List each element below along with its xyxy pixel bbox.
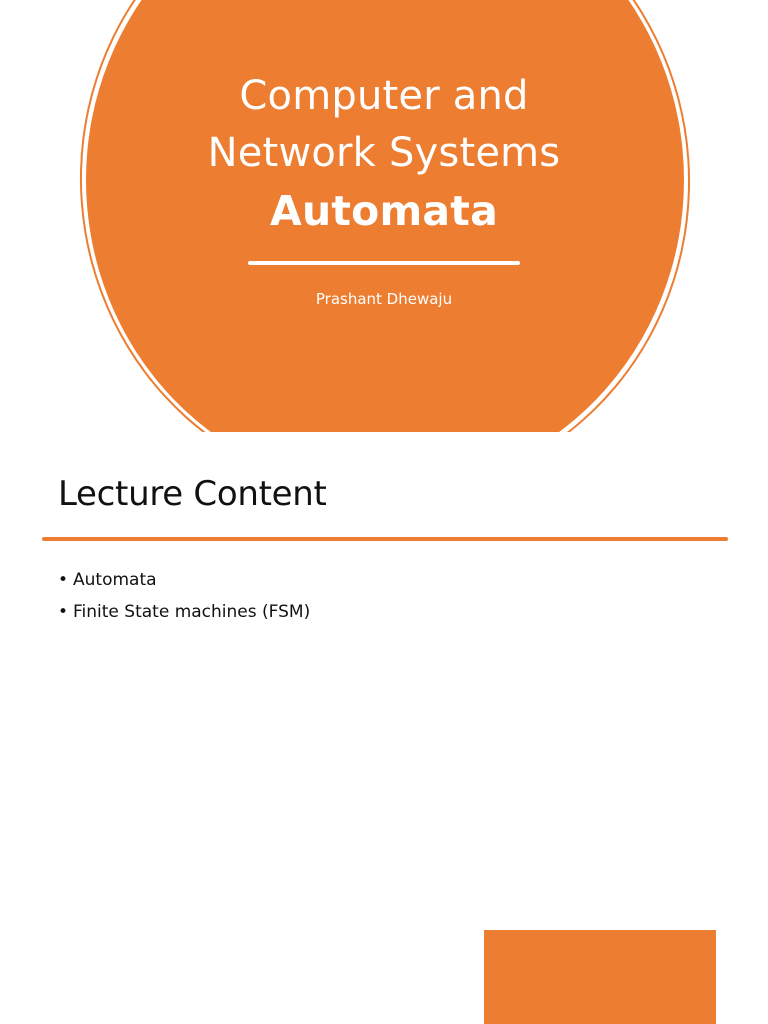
lecture-content-divider	[42, 537, 728, 541]
title-line-1: Computer and	[239, 73, 529, 119]
bullet-icon: •	[58, 602, 69, 622]
decorative-corner-block	[484, 930, 716, 1024]
list-item-label-fsm: Finite State machines (FSM)	[73, 602, 311, 622]
title-slide: Computer and Network Systems Automata Pr…	[0, 0, 768, 432]
title-circle	[86, 0, 684, 432]
lecture-content-slide: Lecture Content • Automata • Finite Stat…	[0, 432, 768, 1024]
presenter-name: Prashant Dhewaju	[315, 290, 453, 308]
title-subject: Automata	[270, 187, 498, 235]
title-divider-line	[248, 261, 520, 265]
lecture-content-list: • Automata • Finite State machines (FSM)	[58, 564, 310, 628]
list-item-label-automata: Automata	[73, 570, 157, 590]
title-line-2: Network Systems	[207, 130, 561, 176]
list-item-fsm: • Finite State machines (FSM)	[58, 596, 310, 628]
lecture-content-title: Lecture Content	[58, 474, 327, 514]
bullet-icon: •	[58, 570, 69, 590]
list-item-automata: • Automata	[58, 564, 310, 596]
